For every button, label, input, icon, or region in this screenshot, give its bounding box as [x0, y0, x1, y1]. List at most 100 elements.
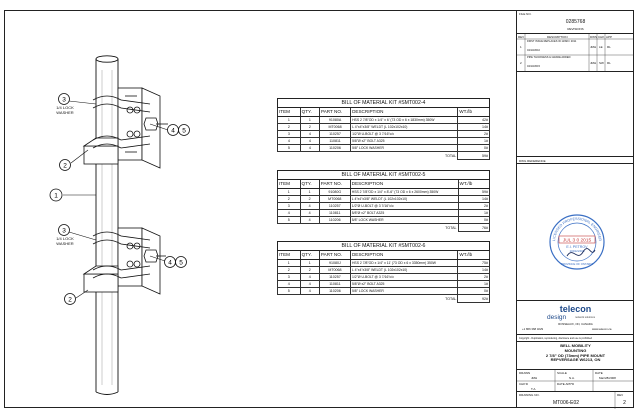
dwg-reference-label: DWG REFERENCE: [519, 159, 546, 163]
bom-cell: 5: [277, 216, 301, 225]
bom-total-label: TOTAL: [445, 225, 457, 230]
callout-5-upper: 5: [178, 124, 190, 136]
bom-total-label: TOTAL: [445, 296, 457, 301]
callout-4-upper: 4: [167, 124, 179, 136]
bom-header-cell: PART NO.: [318, 179, 351, 189]
callout-text: 3: [62, 97, 66, 104]
company-box: telecon design network solutions ROSSEAU…: [517, 300, 634, 334]
callout-3-lower: 3: [58, 224, 70, 236]
bom-cell: MT0068: [318, 194, 351, 203]
bom-cell: 5/8"Ø x2" BOLT A325: [349, 280, 459, 289]
bom-cell: 2: [299, 122, 320, 131]
revisions-grid: [517, 34, 634, 72]
bom-cell: 110811: [318, 280, 351, 289]
scale-value: N.A.: [569, 376, 575, 380]
rev-label: REV: [617, 393, 624, 397]
bom-cell: 4: [299, 137, 320, 146]
bom-cell: 4: [299, 272, 320, 282]
bom-header-cell: QTY.: [299, 107, 320, 117]
seal-province: PROVINCE OF ONTARIO: [561, 262, 594, 266]
bom-cell: 1: [277, 187, 301, 196]
signature-scribble: [566, 248, 596, 257]
checked-value: T.A.: [531, 387, 537, 391]
callout-text: 4: [168, 260, 172, 267]
callout-text: 4: [171, 128, 175, 135]
bom-cell: 5/8" LOCK WASHER: [350, 144, 459, 153]
label-line: 1/4 LOCK: [56, 236, 74, 241]
bom-cell: 4: [299, 129, 320, 139]
seal-name: E.I. PETROV: [566, 245, 588, 249]
file-no: 0285768: [565, 19, 586, 25]
bom-cell: HSS 2 7/8"OD x 1/4" x 8'-6" (73 OD x 6 x…: [349, 187, 459, 196]
callout-text: 5: [182, 128, 186, 135]
bom-cell: MT0068: [318, 122, 352, 131]
bom-cell: L 4"x4"x3/8" WELDT (L 102x102x10): [349, 265, 459, 274]
bom-cell: 0#: [457, 216, 491, 225]
engineer-seal: LICENSED PROFESSIONAL ENGINEER JUL 3 0 2…: [549, 214, 605, 270]
bom-cell: 110257: [318, 129, 352, 139]
rev-app: RL: [607, 45, 611, 49]
bom-cell: 2#: [457, 129, 490, 139]
bom-cell: 1/2"Ø U-BOLT @ 3 7/16"c/c: [350, 129, 459, 139]
bom-total-value: 92#: [457, 294, 490, 303]
drawn-label: DRAWN: [519, 371, 531, 375]
title-block: FILE NO. 0285768 REVISIONS REV DESCRIPTI…: [516, 10, 634, 409]
rev-header-desc: DESCRIPTION: [547, 35, 568, 39]
drawing-sheet-border: [4, 10, 634, 408]
project-title-line: MOUNTING: [564, 347, 587, 353]
rev-header-app: APP: [606, 35, 613, 39]
bom-cell: 3: [277, 129, 301, 139]
callout-2-upper: 2: [59, 159, 71, 171]
bom-cell: 59#: [457, 187, 491, 196]
bom-header-cell: ITEM: [277, 250, 301, 260]
bom-cell: 4: [277, 137, 301, 146]
label-line: WASHER: [56, 240, 74, 246]
callout-text: 1: [54, 193, 58, 200]
bom-cell: 75#: [457, 258, 490, 267]
copyright-text: Copyright - Duplication, reproducing, di…: [519, 337, 592, 340]
bom-total-value: 76#: [457, 223, 491, 232]
rev-dwn: JMH: [590, 45, 597, 49]
bom-cell: 91080G: [318, 187, 351, 196]
bom-title: BILL OF MATERIAL KIT #SMT002-6: [277, 241, 490, 251]
bom-cell: HSS 2 7/8"OD x 1/4" x 6' (73 OD x 6 x 18…: [350, 115, 459, 124]
revisions-box: REV DESCRIPTION DWN CHK APP 1 FIRST ISSU…: [517, 34, 634, 72]
checked-label: CHK'D: [519, 382, 529, 386]
bom-cell: 1#: [457, 280, 490, 289]
bom-header-cell: QTY.: [299, 250, 320, 260]
bom-header-cell: WT./lb: [457, 179, 491, 189]
callout-text: 2: [68, 297, 72, 304]
lock-washer-label-upper: 1/4 LOCK WASHER: [52, 105, 78, 115]
bom-header-cell: DESCRIPTION: [349, 250, 459, 260]
bom-cell: 3: [277, 272, 301, 282]
callout-5-lower: 5: [175, 256, 187, 268]
bom-cell: 1: [299, 115, 320, 124]
bom-cell: 0#: [457, 287, 490, 296]
drawing-no-box: DRAWING NO. MT006-E02 REV 2: [517, 391, 634, 409]
callout-text: 2: [63, 163, 67, 170]
label-line: 1/4 LOCK: [56, 105, 74, 110]
callout-4-lower: 4: [164, 256, 176, 268]
bom-header-cell: PART NO.: [318, 107, 352, 117]
company-logo-text: telecon: [559, 304, 592, 314]
lock-washer-label-lower: 1/4 LOCK WASHER: [52, 236, 78, 246]
bom-cell: 3: [277, 201, 301, 211]
bom-cell: 1/2"Ø U-BOLT @ 3 7/16"c/c: [349, 272, 459, 282]
bom-cell: 5/8"Ø x2" BOLT A325: [349, 209, 459, 218]
scale-label: SCALE: [557, 371, 567, 375]
bom-cell: 2#: [457, 272, 490, 282]
rev-header-rev: REV: [518, 35, 525, 39]
bom-cell: HSS 2 7/8"OD x 1/4" x 11' (73 OD x 6 x 3…: [349, 258, 459, 267]
drawing-no-value: MT006-E02: [552, 400, 580, 406]
bom-cell: 1: [299, 258, 320, 267]
bom-total-value: 59#: [457, 151, 490, 160]
